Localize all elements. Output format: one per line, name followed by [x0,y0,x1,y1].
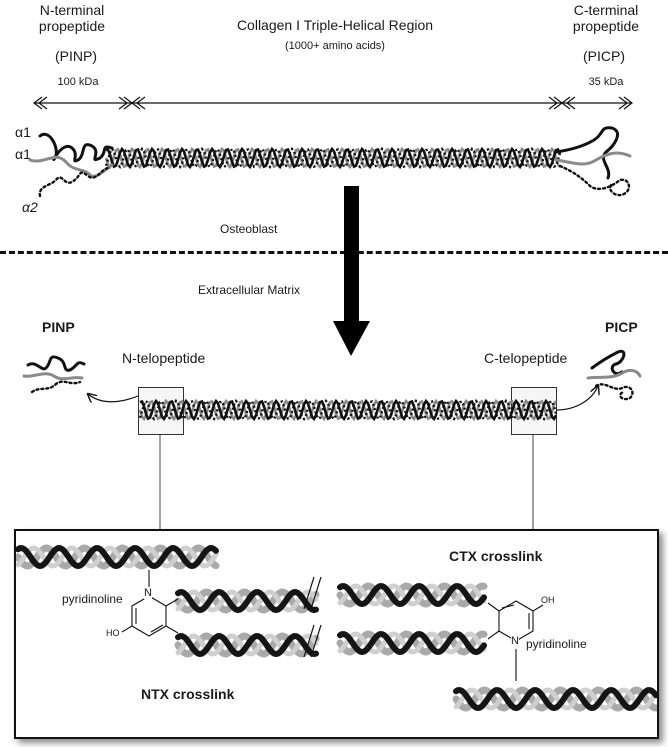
c-terminal-label: C-terminal propeptide [556,2,656,34]
n-propeptide-coils [28,132,114,198]
collagen-ribbons [16,544,657,712]
mature-collagen-triple-helix [138,398,558,422]
alpha1-chain-label-b: α1 [15,146,31,162]
n-terminal-line1: N-terminal [39,2,105,18]
break-marks [303,576,322,658]
crosslink-detail-panel: CTX crosslink NTX crosslink pyridinoline… [14,529,659,739]
alpha1-strand-black [139,398,558,422]
ribbon-ntx-lower-right [174,632,320,658]
picp-paren-label: (PICP) [583,48,625,64]
ribbon-strand [175,633,319,657]
pinp-release-arrow [88,394,139,402]
ribbon-strand [175,589,319,613]
picp-fragment [586,349,642,401]
alpha2-chain-label: α2 [22,199,38,215]
ctx-nitrogen-atom: N [511,635,519,647]
pinp-fragment [22,355,86,394]
dimension-line [33,96,633,110]
n-telopeptide-label: N-telopeptide [122,350,206,366]
ribbon-strand [337,631,487,656]
ribbon-strand [16,545,219,570]
ntx-crosslink-label: NTX crosslink [141,686,235,702]
ribbon-strand [453,687,657,712]
ribbon-strand [337,631,487,655]
region-title: Collagen I Triple-Helical Region [236,17,434,33]
ribbon-strand [453,687,657,711]
picp-release-arrow [555,386,598,411]
ctx-crosslink-label: CTX crosslink [449,548,543,564]
pinp-mass-label: 100 kDa [57,76,99,88]
picp-fragment-label: PICP [605,319,638,335]
alpha2-strand-dotted [138,398,558,421]
pyridinoline-label-left: pyridinoline [62,592,123,606]
alpha1-strand-gray [104,146,561,170]
ribbon-strand [175,589,319,614]
secretion-arrow [333,186,370,356]
n-terminal-label: N-terminal propeptide [22,2,122,34]
ribbon-ntx-top [16,544,220,570]
ribbon-ntx-upper-right [174,588,320,614]
c-propeptide-coils [554,126,632,197]
alpha1-chain-label-a: α1 [15,124,31,140]
picp-mass-label: 35 kDa [588,76,624,88]
ribbon-strand [16,545,219,569]
ribbon-strand [337,583,487,608]
cell-membrane-divider [0,251,668,254]
ribbon-ctx-lower-left [336,630,488,656]
pyridinoline-label-right: pyridinoline [526,637,587,651]
c-terminal-line2: propeptide [572,18,640,34]
n-terminal-line2: propeptide [38,18,106,34]
osteoblast-label: Osteoblast [220,222,278,236]
ctx-hydroxyl: OH [541,595,555,605]
ntx-hydroxyl: HO [106,628,120,638]
pinp-fragment-label: PINP [42,319,75,335]
procollagen-triple-helix [104,146,562,170]
crosslink-artwork [16,544,657,712]
ribbon-ctx-upper-left [336,582,488,608]
ribbon-strand [175,633,319,658]
ntx-nitrogen-atom: N [144,587,152,599]
c-telopeptide-label: C-telopeptide [484,350,568,366]
ecm-label: Extracellular Matrix [198,283,301,297]
ribbon-ctx-bottom [452,686,657,712]
pinp-paren-label: (PINP) [55,48,97,64]
alpha1-strand-black [105,146,562,170]
c-terminal-line1: C-terminal [573,2,639,18]
ribbon-strand [337,583,487,607]
ntx-pyridinoline-ring [121,570,179,637]
region-subtitle: (1000+ amino acids) [285,40,385,52]
